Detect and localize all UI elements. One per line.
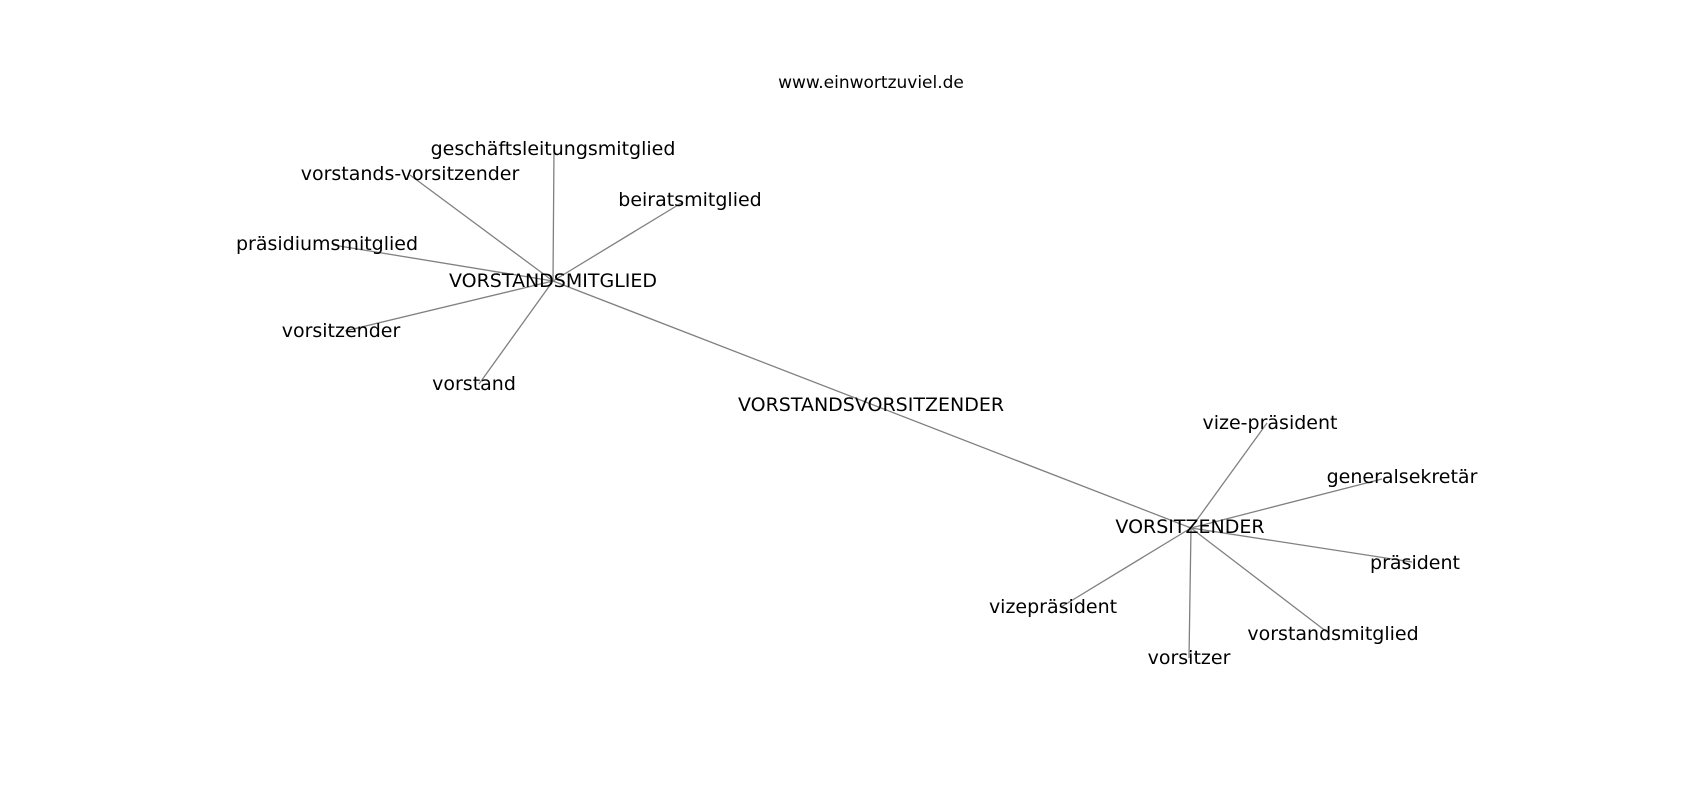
center-word-label: VORSTANDSVORSITZENDER [738, 394, 1004, 416]
node-label-vorstand: vorstand [432, 373, 516, 395]
node-label-praesident: präsident [1370, 552, 1460, 574]
node-label-generalsekretaer: generalsekretär [1327, 466, 1478, 488]
edge-vorstandsmitglied-beiratsmitglied [552, 201, 684, 282]
edge-vorsitzender-vize-praesident [1190, 422, 1268, 529]
edge-vorstandsmitglied-geschaeftsleitungsmitglied [552, 148, 555, 282]
hub-label-vorstandsmitglied: VORSTANDSMITGLIED [449, 270, 657, 292]
edge-hub-to-hub [552, 280, 1192, 529]
node-label-vorstandsmitglied: vorstandsmitglied [1247, 623, 1418, 645]
node-label-vorsitzender: vorsitzender [282, 320, 401, 342]
edge-vorstandsmitglied-vorstand [478, 280, 554, 385]
edge-vorsitzender-vorsitzer [1188, 527, 1192, 659]
edge-vorsitzender-praesident [1190, 527, 1413, 563]
graph-labels: www.einwortzuviel.de VORSTANDSVORSITZEND… [236, 73, 1478, 669]
edge-vorstandsmitglied-praesidiumsmitglied [332, 244, 554, 282]
edge-vorsitzender-vorstandsmitglied [1190, 527, 1328, 633]
node-label-vizepraesident: vizepräsident [989, 596, 1117, 618]
hub-label-vorsitzender: VORSITZENDER [1115, 516, 1264, 538]
graph-edges [332, 148, 1413, 659]
edge-vorstandsmitglied-vorstands-vorsitzender [409, 174, 554, 282]
edge-vorstandsmitglied-vorsitzender [344, 280, 554, 332]
edge-vorsitzender-vizepraesident [1060, 527, 1192, 608]
node-label-praesidiumsmitglied: präsidiumsmitglied [236, 233, 418, 255]
site-label: www.einwortzuviel.de [778, 73, 964, 93]
node-label-beiratsmitglied: beiratsmitglied [618, 189, 761, 211]
node-label-vorsitzer: vorsitzer [1148, 647, 1231, 669]
edge-vorsitzender-generalsekretaer [1190, 478, 1383, 529]
node-label-vize-praesident: vize-präsident [1203, 412, 1338, 434]
node-label-geschaeftsleitungsmitglied: geschäftsleitungsmitglied [431, 138, 676, 160]
node-label-vorstands-vorsitzender: vorstands-vorsitzender [301, 163, 520, 185]
